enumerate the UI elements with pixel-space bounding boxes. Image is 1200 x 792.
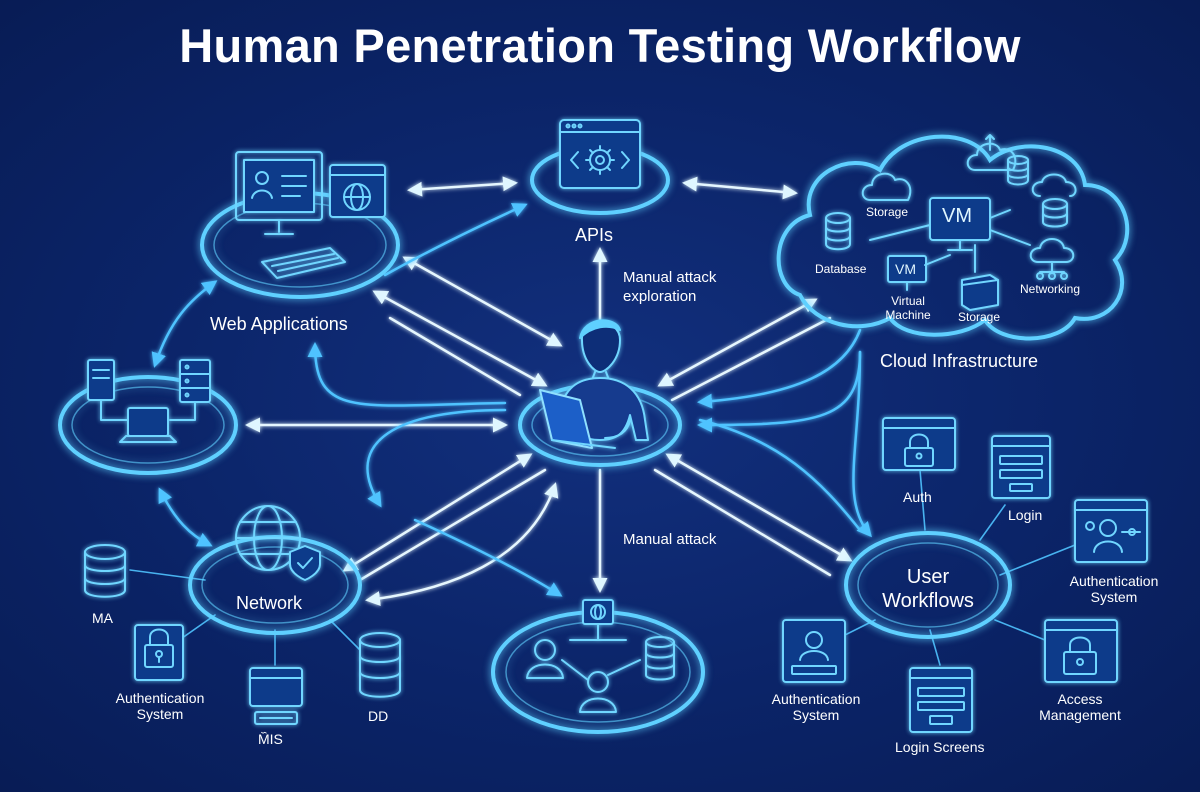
browser-globe-icon [329,164,386,218]
server-icon [87,359,211,421]
database-icon [645,636,675,681]
lock-icon [882,417,956,471]
database-icon [84,544,401,698]
network-label-ma: MA [92,610,113,626]
network-label-authentication-system: Authentication System [115,690,205,722]
arrow-tester-cloud-a [657,298,818,387]
keyboard-icon [261,247,346,279]
user-label-login: Login [1008,507,1043,523]
user-label-authentication-system-right: Authentication System [1069,573,1159,605]
user-icon [526,639,641,713]
cloud-label-storage-top: Storage [866,205,909,219]
page-title: Human Penetration Testing Workflow [179,19,1021,72]
arrow-user-back [698,418,862,532]
cloud-label-networking: Networking [1020,282,1081,296]
lock-icon [134,624,184,681]
user-label-authentication-system-left: Authentication System [771,691,861,723]
user-settings-icon [1074,499,1148,563]
annotation-manual-attack: Manual attack [623,531,717,548]
lock-icon [1044,619,1118,683]
cloud-label-vm: VM [942,205,972,227]
cloud-label-storage-bottom: Storage [958,310,1001,324]
connectors [129,176,1076,666]
cloud-label-vm-small: VM [895,261,916,277]
login-form-icon [909,667,973,733]
annotation-manual-attack-exploration: Manual attack exploration [623,269,717,305]
platform-network [188,535,362,635]
user-label-auth: Auth [903,489,932,505]
arrow-tester-cloud-b [670,316,832,402]
network-label-dd: DD [368,708,389,724]
node-label-cloud-infrastructure: Cloud Infrastructure [880,351,1039,371]
browser-globe-icon [569,599,627,641]
arrow-cloud-down-a [697,328,862,409]
hacker-icon [539,319,649,449]
cloud-label-virtual-machine: Virtual Machine [885,294,931,322]
monitor-icon [249,667,303,725]
cloud-label-database: Database [815,262,867,276]
arrow-cloud-down-b [697,350,862,433]
user-label-login-screens: Login Screens [895,739,985,755]
node-label-web-applications: Web Applications [210,314,348,334]
laptop-icon [119,407,177,443]
login-form-icon [991,435,1051,499]
user-login-icon [782,619,846,683]
globe-shield-icon [235,505,321,581]
network-label-mis: M᷈IS [258,731,283,747]
arrow-cloud-user [852,350,872,538]
arrow-left-network [158,487,213,547]
arrow-web-down [307,342,507,407]
api-gear-icon [559,119,641,189]
platform-left [58,375,238,475]
user-label-access-management: Access Management [1039,691,1121,723]
arrow-web-api [407,176,518,197]
platform-user [844,531,1012,639]
arrow-tester-network-a [342,453,533,572]
arrow-web-api-curve [383,203,528,277]
arrow-tester-web-a [402,256,563,347]
arrow-api-cloud [682,176,798,200]
node-label-network: Network [236,593,303,613]
cloud-shape [776,134,1130,341]
node-label-apis: APIs [575,225,614,245]
node-label-user-workflows: User Workflows [882,566,974,612]
arrow-net-bottom [413,518,563,597]
arrow-tester-web-c [388,316,522,397]
arrow-tester-network-b [358,468,547,582]
vm-icon [869,197,1031,311]
arrow-tester-netcurve [366,408,507,508]
arrow-tester-user-a [665,453,853,562]
arrow-tester-web-b [372,290,548,387]
database-icon [825,155,1077,251]
arrow-curve-network [365,482,559,606]
monitor-user-icon [235,151,346,279]
networking-icon [1029,238,1075,280]
arrow-left-web [151,280,218,368]
arrow-tester-user-b [653,468,832,577]
cloud-icon [861,134,1017,201]
